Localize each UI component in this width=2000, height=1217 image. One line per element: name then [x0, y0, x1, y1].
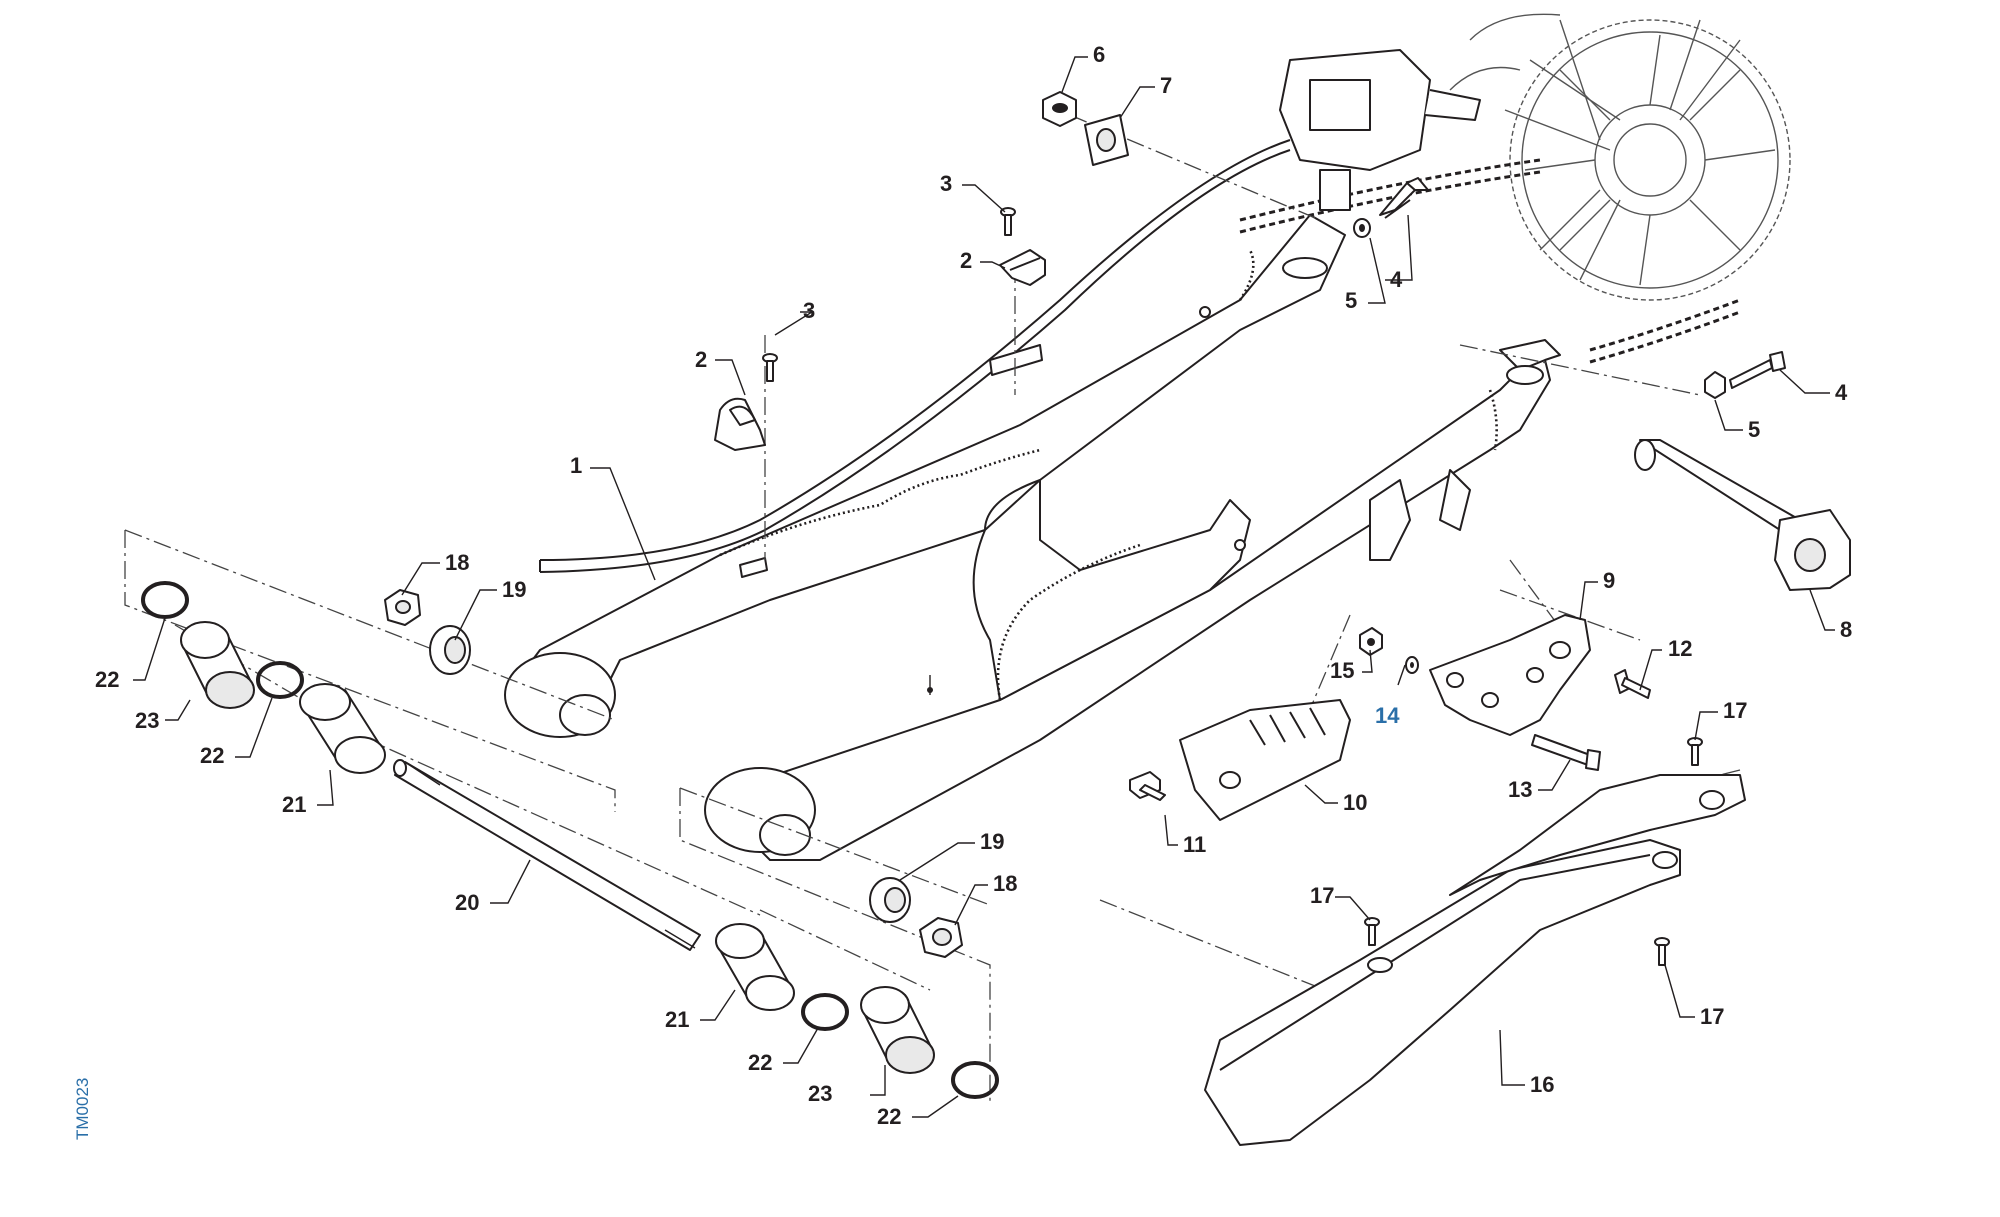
swingarm [504, 214, 1561, 861]
callout-7: 7 [1160, 73, 1172, 98]
rear-sprocket [1509, 19, 1791, 301]
callout-21: 21 [665, 1007, 689, 1032]
chain-guide-spacer [1129, 771, 1166, 801]
chain-adjuster-slot-lower [1506, 365, 1544, 385]
callout-22: 22 [95, 667, 119, 692]
seal-ring-4 [951, 1061, 999, 1099]
seal-ring-2 [256, 661, 304, 699]
callout-5: 5 [1748, 417, 1760, 442]
slider-screw-top [1687, 737, 1703, 766]
callout-17: 17 [1700, 1004, 1724, 1029]
callout-11: 11 [1183, 832, 1206, 857]
pivot-spacer-lower [715, 923, 795, 1011]
callout-22: 22 [877, 1104, 901, 1129]
callout-23: 23 [135, 708, 159, 733]
chain-guide-washer [1405, 656, 1419, 674]
swingarm-pivot-shaft [393, 759, 701, 951]
callout-4: 4 [1835, 380, 1848, 405]
callout-10: 10 [1343, 790, 1367, 815]
drive-chain [1239, 158, 1741, 364]
chain-guide-plate [1429, 614, 1591, 736]
callout-9: 9 [1603, 568, 1615, 593]
callout-21: 21 [282, 792, 306, 817]
callout-13: 13 [1508, 777, 1532, 802]
callout-2: 2 [695, 347, 707, 372]
chain-adjuster-slot-upper [1282, 257, 1328, 279]
chain-guide-nut [1359, 627, 1383, 656]
callout-22: 22 [200, 743, 224, 768]
callout-16: 16 [1530, 1072, 1554, 1097]
callout-19: 19 [980, 829, 1004, 854]
callout-1: 1 [570, 453, 582, 478]
chain-adjuster-bolt-lower [1729, 351, 1786, 389]
callout-3: 3 [940, 171, 952, 196]
brake-hose-clamp-lower [714, 397, 766, 451]
clamp-screw-lower [762, 353, 778, 382]
callout-20: 20 [455, 890, 479, 915]
callout-12: 12 [1668, 636, 1692, 661]
rear-wheel-background [539, 13, 1791, 573]
chain-guide-bolt [1531, 734, 1601, 771]
needle-bearing-lower [860, 986, 935, 1074]
callout-15: 15 [1330, 658, 1354, 683]
seal-ring-1 [141, 581, 189, 619]
callout-6: 6 [1093, 42, 1105, 67]
callout-18: 18 [445, 550, 469, 575]
brake-hose [539, 139, 1291, 561]
callout-23: 23 [808, 1081, 832, 1106]
caliper-bracket-nut [1042, 91, 1077, 127]
chain-guide-block [1179, 699, 1351, 821]
pivot-nut-lower [919, 917, 963, 958]
callout-5: 5 [1345, 288, 1357, 313]
clamp-screw-upper [1000, 207, 1016, 236]
chain-slider [1204, 774, 1746, 1146]
pivot-washer-lower [869, 877, 911, 923]
chain-adjuster-bolt-upper [1379, 177, 1429, 219]
wheel-spokes [1449, 13, 1741, 281]
chain-adjuster-washer-upper [1353, 218, 1371, 238]
callout-labels: 1 2 2 3 3 4 4 5 5 6 7 8 9 10 11 12 13 14… [95, 42, 1852, 1129]
slider-screw-middle [1364, 917, 1380, 946]
rear-axle-adjuster-block [1634, 439, 1851, 591]
chain-adjuster-washer-lower [1704, 371, 1726, 399]
callout-17: 17 [1723, 698, 1747, 723]
callout-17: 17 [1310, 883, 1334, 908]
pivot-nut-upper [384, 589, 421, 626]
brake-hose-clamp-upper [999, 249, 1046, 286]
callout-2: 2 [960, 248, 972, 273]
pivot-spacer-upper [299, 683, 386, 774]
slider-screw-bottom [1654, 937, 1670, 966]
seal-ring-3 [801, 993, 849, 1031]
callout-8: 8 [1840, 617, 1852, 642]
callout-14: 14 [1375, 703, 1400, 728]
needle-bearing-upper [180, 621, 255, 709]
pivot-washer-upper [429, 625, 471, 675]
caliper-bracket-slider-block [1084, 114, 1129, 166]
leader-lines [133, 56, 1835, 1118]
brake-caliper [1279, 49, 1481, 211]
callout-4: 4 [1390, 267, 1403, 292]
figure-code: TM0023 [73, 1078, 92, 1140]
callout-3: 3 [803, 298, 815, 323]
callout-22: 22 [748, 1050, 772, 1075]
callout-18: 18 [993, 871, 1017, 896]
callout-19: 19 [502, 577, 526, 602]
